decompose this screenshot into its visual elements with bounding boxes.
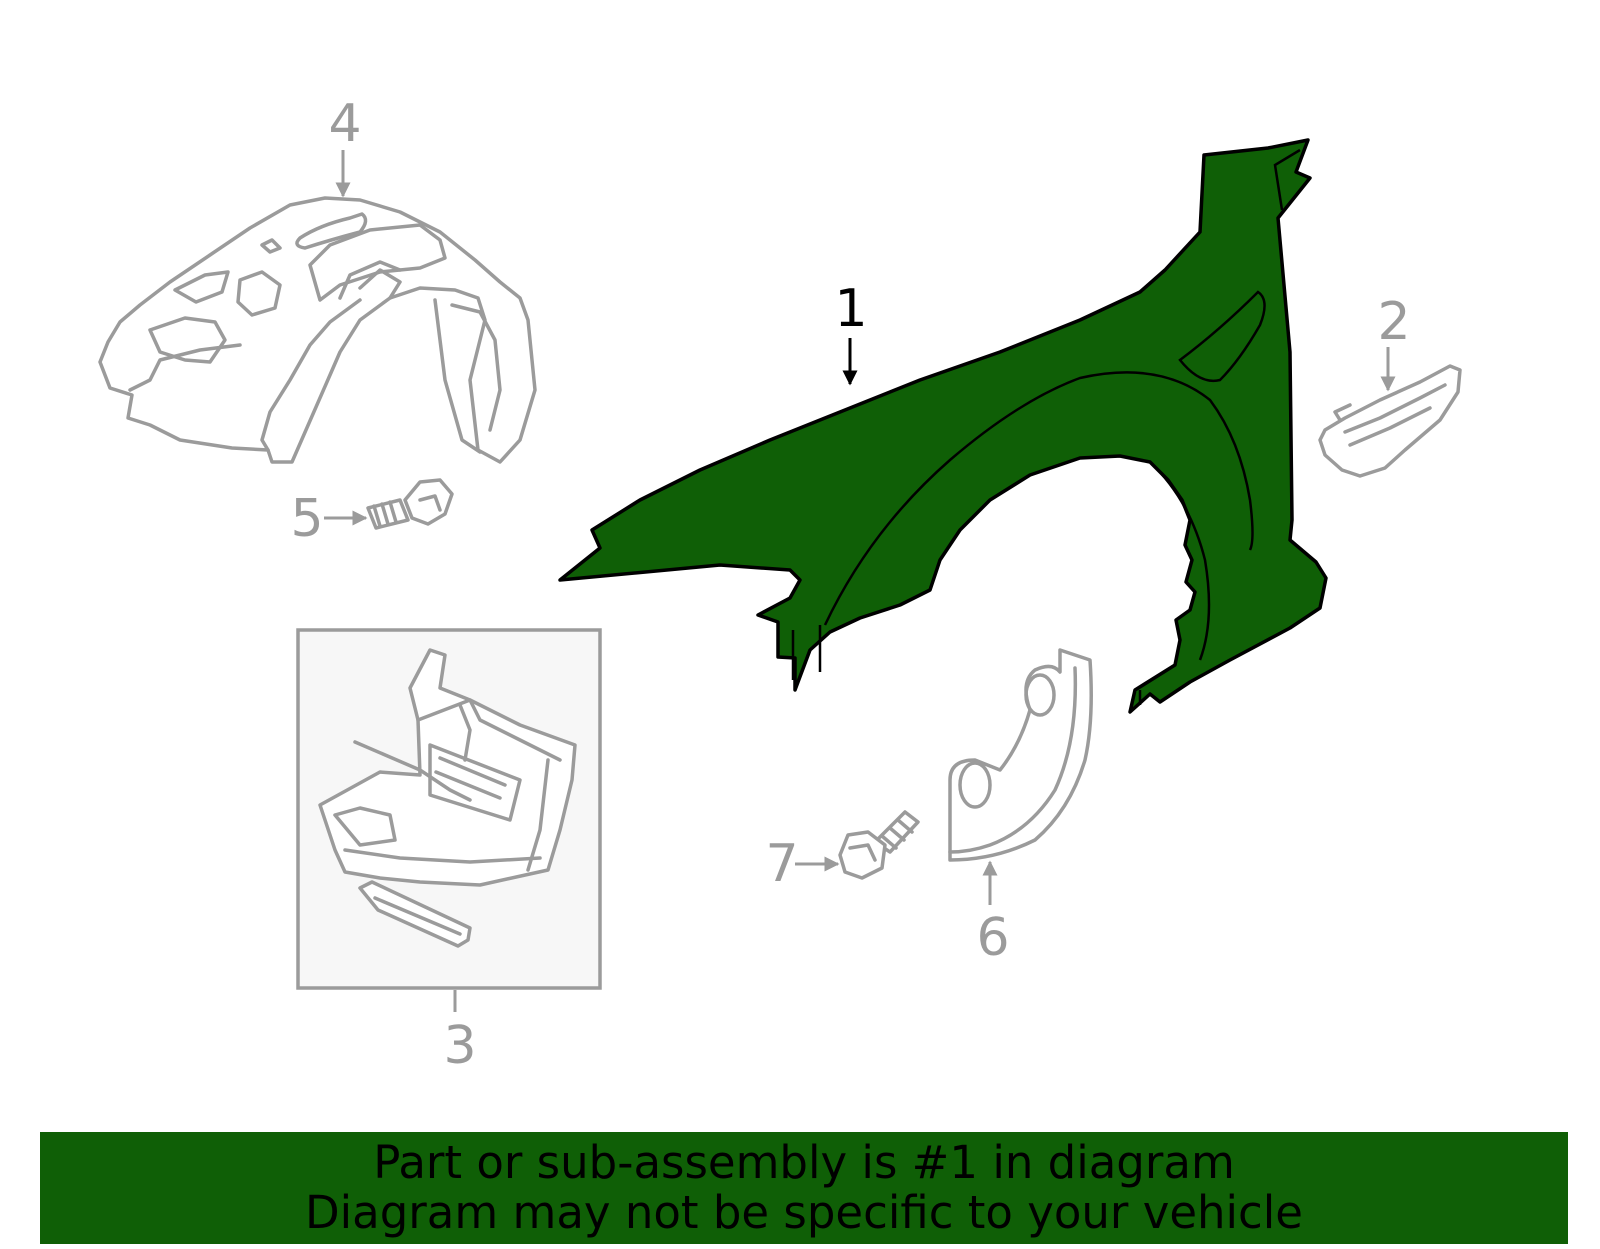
callout-4: 4 xyxy=(328,94,362,198)
part-7-bolt[interactable] xyxy=(838,810,920,880)
banner-line-2: Diagram may not be specific to your vehi… xyxy=(305,1186,1303,1239)
callout-6-label: 6 xyxy=(976,908,1009,968)
callout-7: 7 xyxy=(765,834,840,894)
part-2-side-marker[interactable] xyxy=(1318,364,1462,478)
callout-5-label: 5 xyxy=(290,489,323,549)
part-1-fender[interactable] xyxy=(558,138,1328,714)
callout-3: 3 xyxy=(443,990,477,1076)
callout-4-label: 4 xyxy=(328,94,361,154)
callout-1-label: 1 xyxy=(834,279,867,339)
callout-1: 1 xyxy=(834,279,868,386)
callout-2: 2 xyxy=(1377,292,1411,392)
callout-5: 5 xyxy=(290,489,368,549)
info-banner: Part or sub-assembly is #1 in diagram Di… xyxy=(40,1132,1568,1244)
callout-3-label: 3 xyxy=(443,1016,476,1076)
callout-6: 6 xyxy=(976,860,1010,968)
callout-2-label: 2 xyxy=(1377,292,1410,352)
part-6-bracket[interactable] xyxy=(948,648,1093,862)
part-4-fender-liner[interactable] xyxy=(98,196,537,464)
callout-7-label: 7 xyxy=(765,834,798,894)
part-5-bolt[interactable] xyxy=(366,478,454,530)
part-3-subassembly[interactable] xyxy=(296,628,602,990)
banner-line-1: Part or sub-assembly is #1 in diagram xyxy=(373,1136,1235,1189)
